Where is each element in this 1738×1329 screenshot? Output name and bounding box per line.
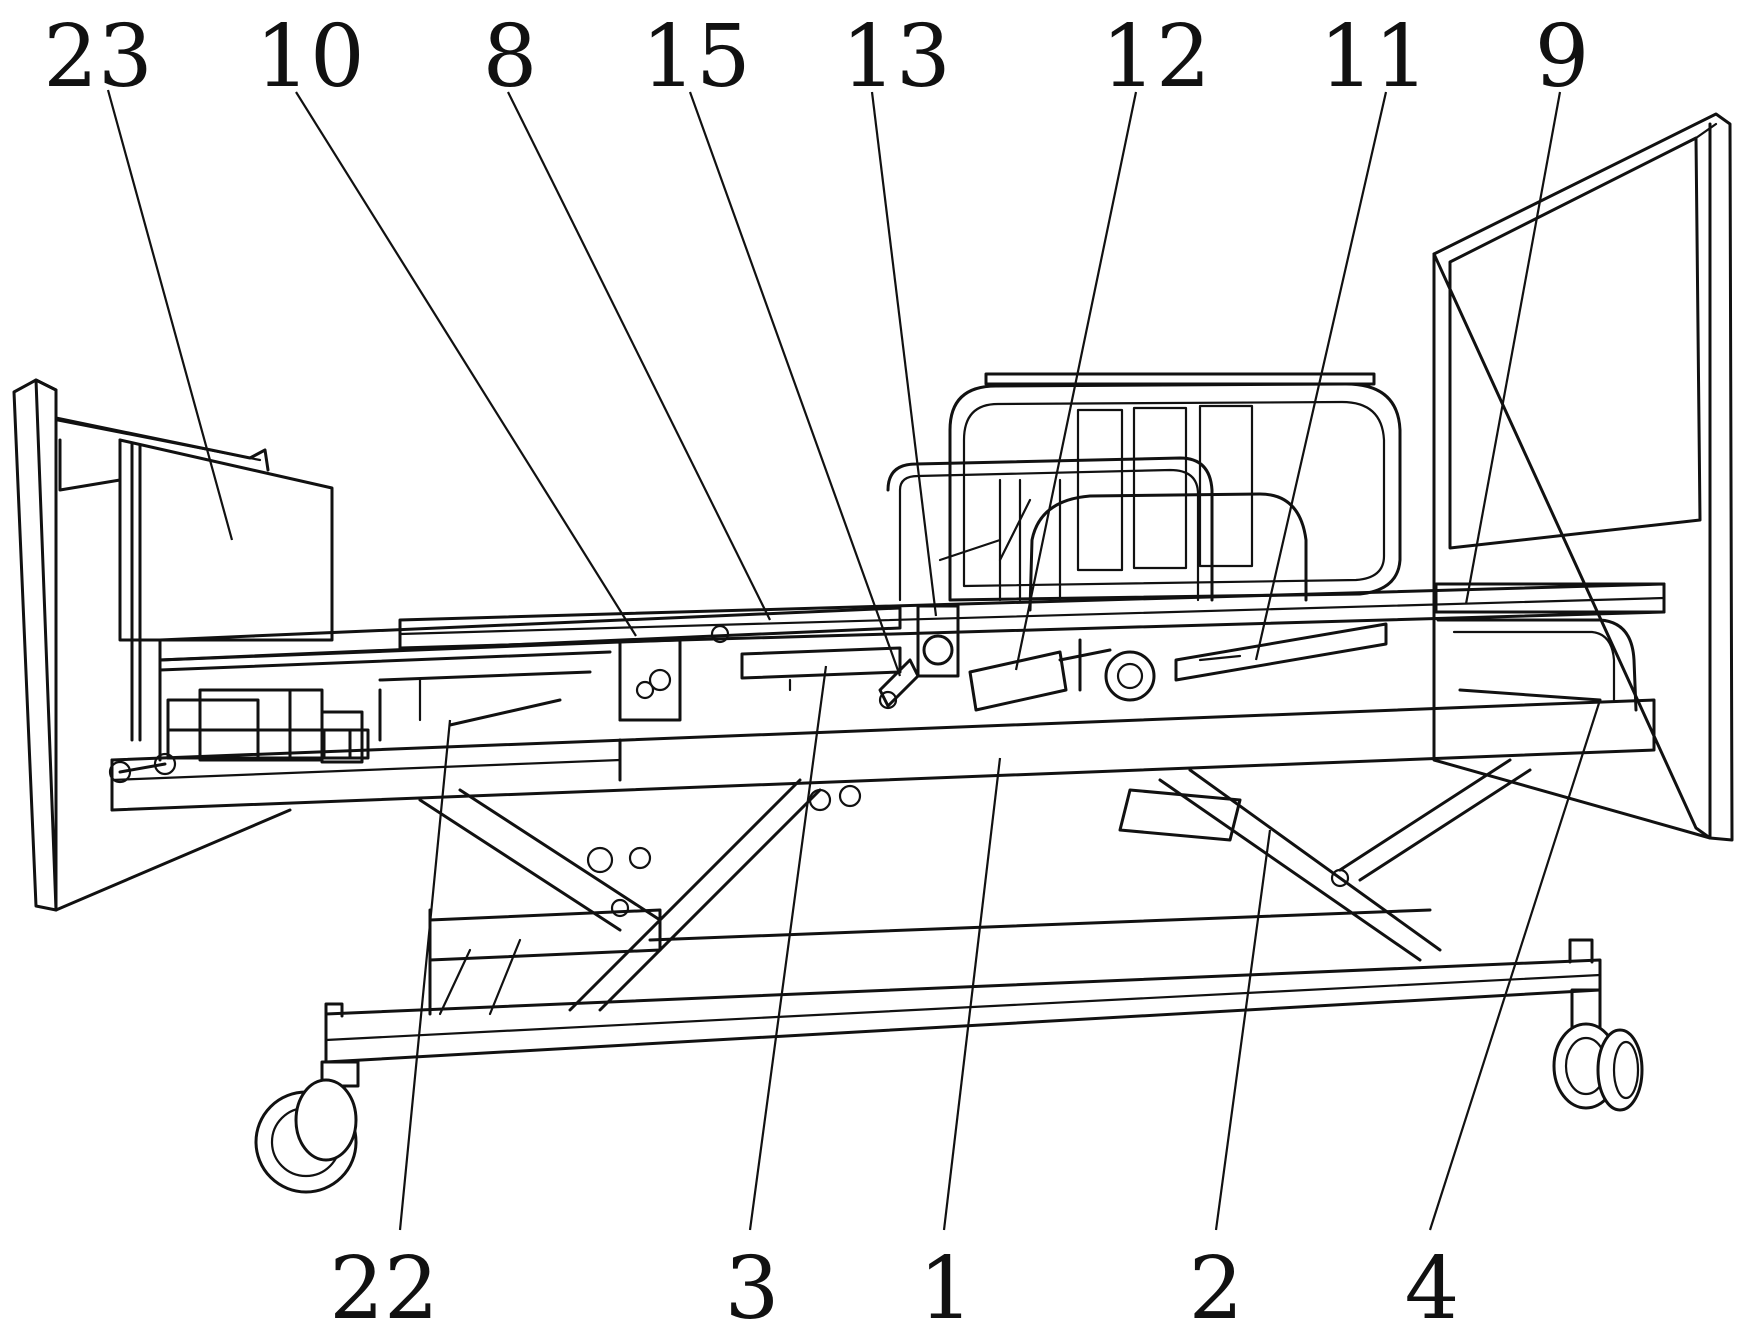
lower-slide-assembly [108,670,592,784]
label-1: 1 [919,1239,974,1329]
scissor-lift [418,758,1532,1012]
leader-lines [106,89,1602,1231]
side-rail [886,372,1402,612]
label-11: 11 [1319,7,1428,107]
leader-1 [942,757,1002,1231]
headboard-panel [118,438,334,742]
foot-board [1434,582,1666,614]
leader-9 [1464,91,1562,605]
label-8: 8 [483,7,538,107]
label-13: 13 [841,7,950,107]
label-3: 3 [725,1239,780,1329]
link-rod [878,658,920,710]
caster-right [1552,988,1644,1112]
leader-10 [295,91,637,637]
label-10: 10 [255,7,364,107]
leader-3 [748,665,828,1231]
base-frame [324,908,1602,1064]
leader-12 [1014,91,1138,671]
reference-labels: 23 10 8 15 13 12 11 9 22 3 1 2 4 [43,7,1589,1329]
caster-left [254,1060,360,1194]
leader-4 [1428,699,1602,1231]
label-9: 9 [1535,7,1590,107]
pivot-block [916,604,960,678]
drive-cylinder [968,638,1112,712]
label-4: 4 [1405,1239,1460,1329]
main-frame [110,698,1656,812]
slide-rail [1174,622,1388,682]
leader-13 [870,91,938,617]
leader-11 [1254,91,1388,661]
label-23: 23 [43,7,152,107]
leader-8 [507,91,771,621]
leader-15 [688,91,902,677]
left-end-board [12,378,292,912]
right-end-board [1432,112,1734,842]
support-plate [740,646,902,692]
leader-23 [106,89,234,541]
leader-2 [1214,829,1272,1231]
label-2: 2 [1189,1239,1244,1329]
label-12: 12 [1101,7,1210,107]
leader-22 [398,719,452,1231]
label-22: 22 [329,1239,438,1329]
label-15: 15 [641,7,750,107]
roller-wheel [1104,650,1156,702]
end-frame [1436,618,1638,712]
